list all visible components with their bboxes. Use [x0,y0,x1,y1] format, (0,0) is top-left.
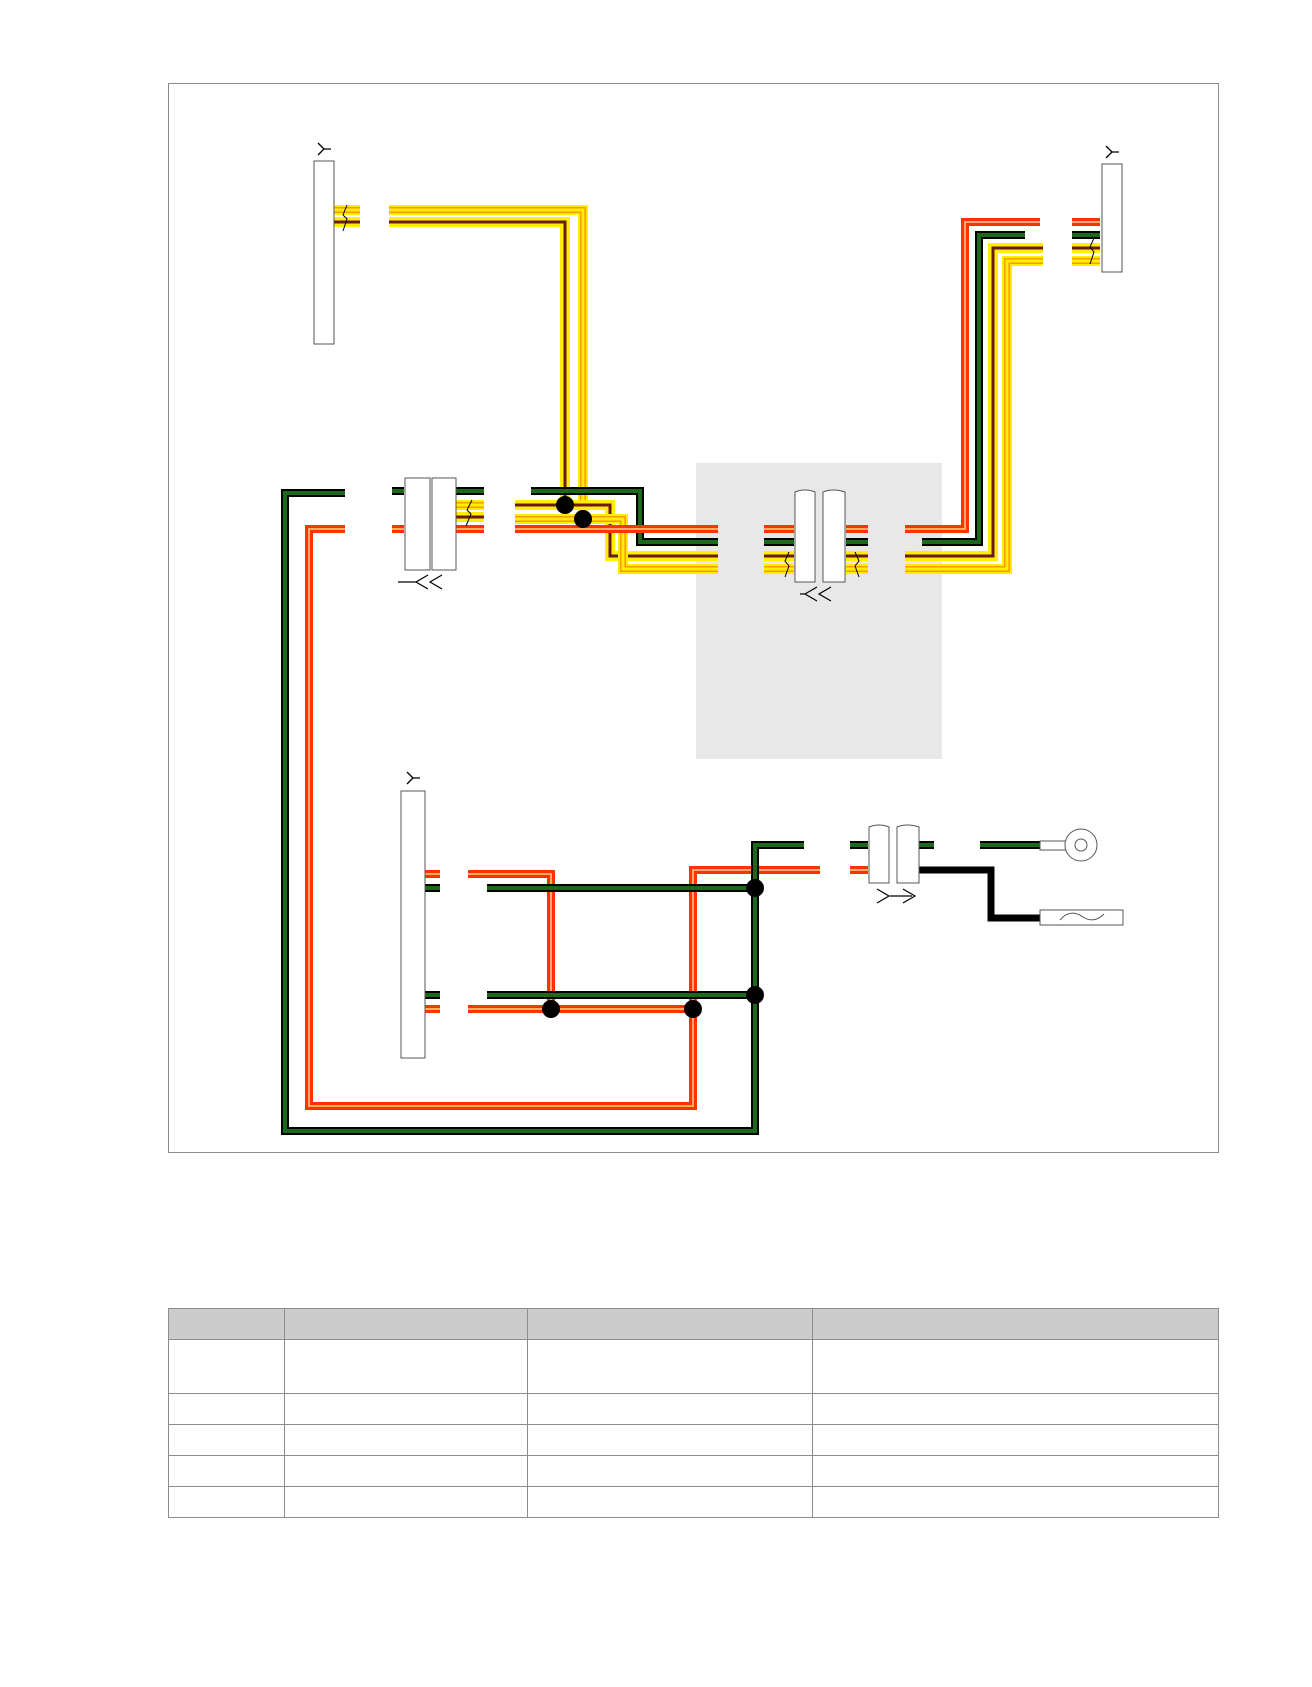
twisted-pair-icon [854,551,860,578]
connector-y-icon [406,771,421,785]
table-cell [168,1424,285,1456]
table-cell [527,1455,813,1487]
table-cell [168,1393,285,1425]
table-cell [527,1393,813,1425]
table-row [168,1455,1219,1487]
table-cell [812,1486,1219,1518]
table-cell [527,1486,813,1518]
splice-point [684,1000,702,1018]
table-cell [284,1393,528,1425]
wire-layer [281,205,1100,1135]
wire-mid-g-stripe [531,489,718,544]
wire-tl-b [389,217,570,505]
wire-mid-y-stripe [583,517,718,571]
wire-bl-r1b-stripe [468,873,552,1009]
splice-point [556,496,574,514]
splice-layer [542,496,764,1018]
wire-tl-b-stripe [389,220,567,505]
twisted-pair-icon [465,499,473,527]
mating-arrows-icon [800,586,832,602]
table-cell [168,1455,285,1487]
table-cell [812,1393,1219,1425]
table-header-cell [284,1308,528,1340]
wire-tr-yb-stripe [905,246,1043,558]
mating-arrows-icon [398,574,443,590]
twisted-pair-icon [784,551,790,578]
inline-connector-left [398,477,473,590]
table-cell [812,1455,1219,1487]
twisted-pair-icon [1089,237,1095,265]
wire-power-loop-stripe [308,528,820,1107]
wire-ri-black [919,866,1040,922]
table-cell [168,1486,285,1518]
splice-point [542,1000,560,1018]
table-row [168,1486,1219,1518]
ring-terminal [1039,828,1098,862]
wire-tl-a [389,205,588,519]
table-cell [284,1455,528,1487]
table-cell [168,1339,285,1394]
table-header-cell [812,1308,1219,1340]
legend-table [168,1308,1219,1518]
mating-arrows-icon [876,888,917,904]
connector-bottom-left [400,771,426,1059]
table-row [168,1424,1219,1456]
table-cell [812,1339,1219,1394]
connector-y-icon [317,142,332,156]
wire-bl-up-stripe [753,843,804,888]
inline-connector-middle [784,489,860,602]
connector-top-left [313,142,348,345]
splice-point [746,986,764,1004]
wire-ground-loop [281,489,759,1135]
table-cell [284,1424,528,1456]
table-cell [527,1424,813,1456]
table-header-cell [168,1308,285,1340]
table-cell [812,1424,1219,1456]
twisted-pair-icon [342,204,348,232]
wire-tl-a-stripe [389,208,585,519]
table-cell [284,1339,528,1394]
table-header-cell [527,1308,813,1340]
table-cell [284,1486,528,1518]
wire-ground-loop-stripe [283,491,757,1133]
connector-y-icon [1105,145,1120,159]
wire-tr-g-stripe [922,233,1025,544]
table-row [168,1393,1219,1425]
table-header-row [168,1308,1219,1340]
splice-point [746,879,764,897]
diagram-frame [168,83,1219,1153]
wire-bl-r1b [468,870,555,1009]
wire-tr-r-stripe [905,221,1040,530]
shaded-region [696,463,942,759]
wire-tr-y-stripe [905,259,1043,571]
connector-top-right [1089,145,1123,273]
table-cell [527,1339,813,1394]
splice-point [574,510,592,528]
blade-terminal [1039,909,1124,926]
wire-tl-a-mid [389,207,586,519]
table-row [168,1339,1219,1394]
inline-connector-right [868,824,920,904]
